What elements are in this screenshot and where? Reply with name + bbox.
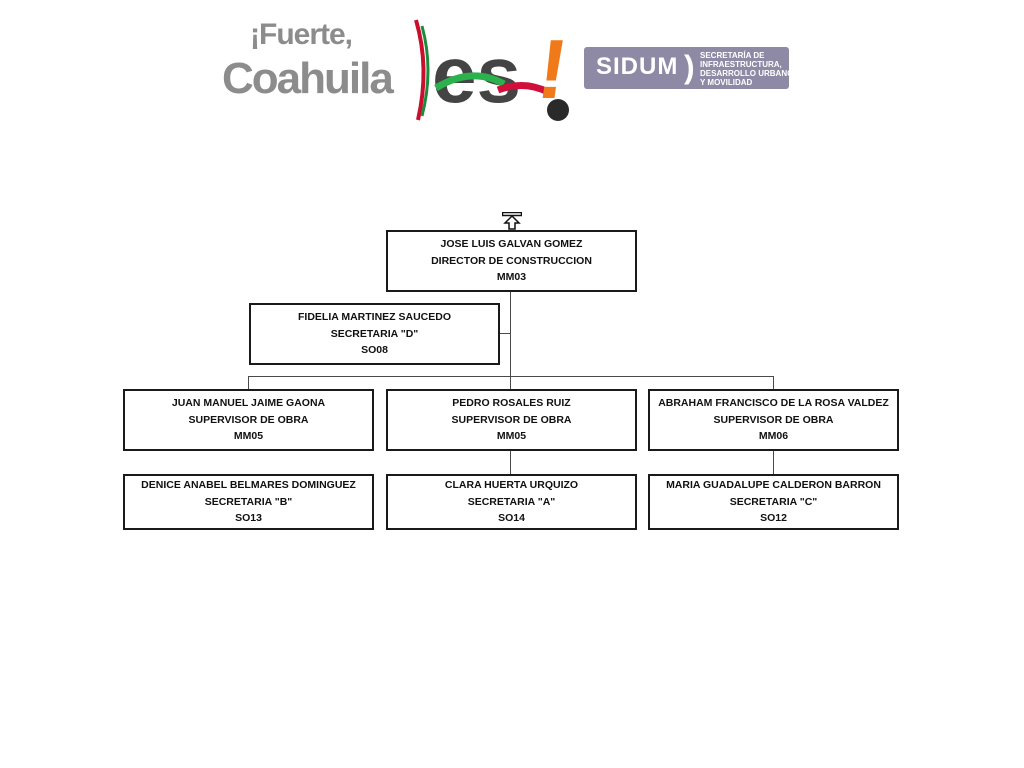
node-title: SECRETARIA "C" <box>729 495 818 508</box>
connector-line <box>498 333 511 334</box>
fuerte-coahuila-logo: ¡Fuerte, Coahuila <box>222 18 412 103</box>
connector-line <box>773 450 774 475</box>
node-code: SO14 <box>498 512 525 525</box>
node-code: SO12 <box>760 512 787 525</box>
logo-line-1: ¡Fuerte, <box>250 18 353 51</box>
node-name: PEDRO ROSALES RUIZ <box>452 397 571 410</box>
sidum-divider: ) <box>684 49 695 85</box>
es-logo: es ! <box>414 19 573 121</box>
node-code: MM06 <box>758 430 789 443</box>
logo-line-2: Coahuila <box>222 54 394 103</box>
org-node-supervisor[interactable]: JUAN MANUEL JAIME GAONA SUPERVISOR DE OB… <box>123 389 374 451</box>
sidum-sub-line: INFRAESTRUCTURA, <box>700 60 782 69</box>
org-node-assistant[interactable]: FIDELIA MARTINEZ SAUCEDO SECRETARIA "D" … <box>249 303 500 365</box>
node-code: MM05 <box>233 430 264 443</box>
sidum-subtitle: SECRETARÍA DE INFRAESTRUCTURA, DESARROLL… <box>700 51 794 87</box>
node-name: CLARA HUERTA URQUIZO <box>444 479 579 492</box>
org-node-secretary[interactable]: CLARA HUERTA URQUIZO SECRETARIA "A" SO14 <box>386 474 637 530</box>
node-title: SUPERVISOR DE OBRA <box>451 413 572 426</box>
node-title: DIRECTOR DE CONSTRUCCION <box>431 254 592 267</box>
sidum-sub-line: Y MOVILIDAD <box>700 78 753 87</box>
connector-line <box>510 376 511 390</box>
org-node-supervisor[interactable]: ABRAHAM FRANCISCO DE LA ROSA VALDEZ SUPE… <box>648 389 899 451</box>
connector-line <box>773 376 774 390</box>
sidum-sub-line: DESARROLLO URBANO <box>700 69 794 78</box>
node-title: SECRETARIA "A" <box>467 495 556 508</box>
sidum-brand: SIDUM <box>596 53 679 80</box>
connector-line <box>248 376 249 390</box>
org-node-secretary[interactable]: MARIA GUADALUPE CALDERON BARRON SECRETAR… <box>648 474 899 530</box>
node-title: SUPERVISOR DE OBRA <box>188 413 309 426</box>
org-node-director[interactable]: JOSE LUIS GALVAN GOMEZ DIRECTOR DE CONST… <box>386 230 637 292</box>
node-code: MM05 <box>496 430 527 443</box>
connector-line <box>248 376 774 377</box>
node-code: MM03 <box>496 271 527 284</box>
connector-line <box>510 450 511 475</box>
org-node-secretary[interactable]: DENICE ANABEL BELMARES DOMINGUEZ SECRETA… <box>123 474 374 530</box>
node-title: SECRETARIA "D" <box>330 327 419 340</box>
node-name: JUAN MANUEL JAIME GAONA <box>171 397 326 410</box>
node-title: SUPERVISOR DE OBRA <box>713 413 834 426</box>
sidum-sub-line: SECRETARÍA DE <box>700 51 765 60</box>
navigate-up-icon[interactable] <box>502 212 522 230</box>
node-name: ABRAHAM FRANCISCO DE LA ROSA VALDEZ <box>658 397 889 410</box>
node-title: SECRETARIA "B" <box>204 495 293 508</box>
node-name: FIDELIA MARTINEZ SAUCEDO <box>297 311 452 324</box>
org-node-supervisor[interactable]: PEDRO ROSALES RUIZ SUPERVISOR DE OBRA MM… <box>386 389 637 451</box>
node-code: SO13 <box>235 512 262 525</box>
node-code: SO08 <box>361 344 388 357</box>
node-name: JOSE LUIS GALVAN GOMEZ <box>440 238 583 251</box>
node-name: DENICE ANABEL BELMARES DOMINGUEZ <box>141 479 356 492</box>
sidum-badge: SIDUM ) SECRETARÍA DE INFRAESTRUCTURA, D… <box>584 47 794 89</box>
node-name: MARIA GUADALUPE CALDERON BARRON <box>666 479 881 492</box>
